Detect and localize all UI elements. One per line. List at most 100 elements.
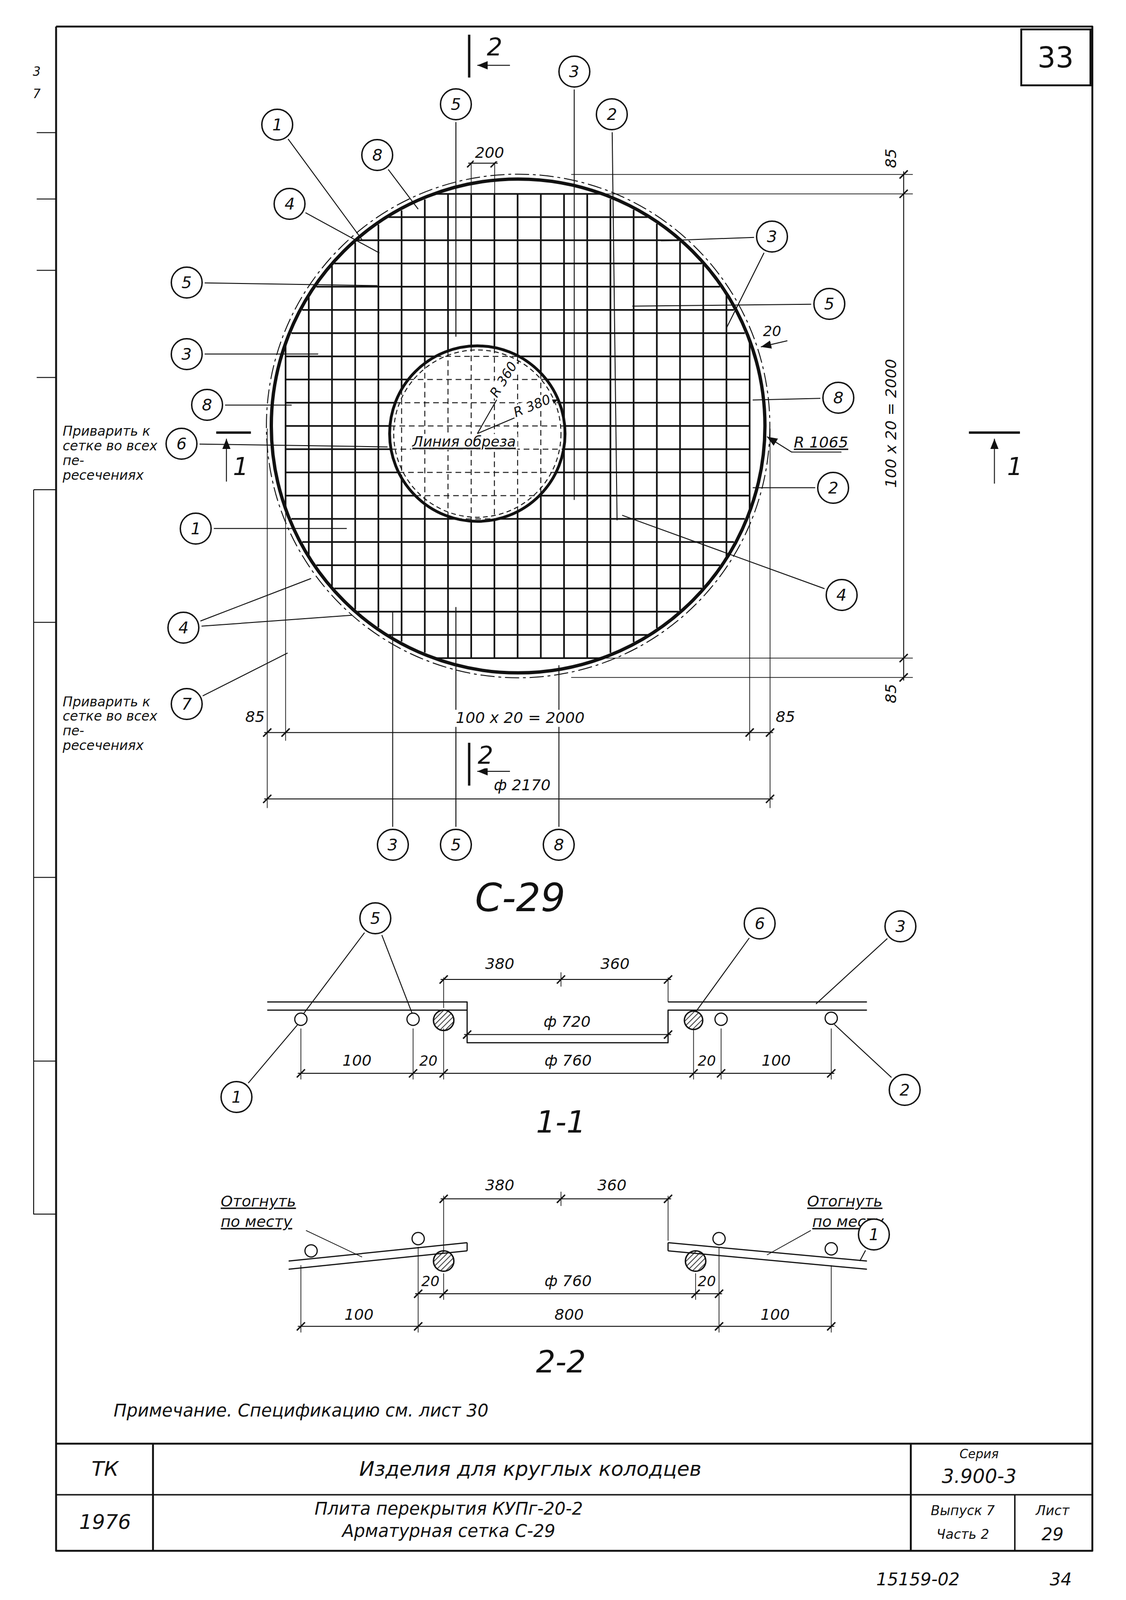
dimension: 100 (759, 1306, 792, 1324)
dimension-tick (899, 672, 908, 682)
sheet-frame (55, 26, 1093, 1551)
margin-tick (36, 376, 56, 378)
extension-line (300, 1027, 302, 1080)
dimension-tick (556, 1194, 565, 1203)
dimension-tick (691, 1289, 700, 1298)
radius-label: R 1065 (792, 434, 850, 452)
callout-circle (171, 338, 202, 370)
dimension-tick (715, 1289, 724, 1298)
callout-circle (166, 428, 198, 460)
leader-line (859, 1250, 866, 1261)
dimension: 20 (696, 1273, 718, 1290)
margin-strip (33, 489, 56, 1214)
callout-text: 3 (387, 836, 399, 853)
mesh-bar (302, 541, 735, 544)
section-arrow (477, 770, 510, 772)
callout-circle (826, 579, 857, 610)
dimension-line (463, 1033, 672, 1035)
mesh-bar (555, 471, 750, 474)
extension-line (830, 1027, 832, 1080)
leader-line (200, 578, 312, 621)
leader-line (213, 527, 347, 529)
dimension: 20 (761, 323, 783, 340)
callout-circle (756, 221, 788, 253)
dimension: 100 x 20 = 2000 (454, 709, 587, 727)
mesh-bar (470, 193, 473, 346)
title-block-cell: ТК (90, 1457, 120, 1480)
dimension-tick (414, 1289, 423, 1298)
title-block-cell: Плита перекрытия КУПг-20-2 (313, 1498, 585, 1518)
section-arrow (993, 438, 995, 484)
callout-number: 5 (812, 287, 846, 321)
callout-text: 3 (181, 345, 192, 363)
cut-bar (408, 379, 547, 381)
callout-text: 3 (569, 63, 580, 80)
callout-text: 5 (824, 295, 835, 312)
dimension-tick (663, 1194, 672, 1203)
leader-line (558, 664, 560, 827)
leader-line (305, 212, 380, 254)
callout-circle (377, 829, 409, 861)
dimension: 20 (696, 1053, 718, 1069)
callout-number: 4 (166, 610, 200, 645)
bar-cross-section (294, 1012, 308, 1026)
mesh-bar (447, 193, 450, 351)
mesh-bar (702, 264, 705, 587)
outline-circle (266, 173, 770, 678)
section-mark: 1 (231, 452, 250, 480)
mesh-bar (632, 209, 635, 643)
callout-circle (817, 472, 849, 503)
dimension-tick (689, 1068, 698, 1077)
title-block-line (152, 1443, 155, 1551)
dimension: 85 (244, 708, 267, 726)
title-block-line (55, 1493, 1093, 1495)
callout-number: 6 (743, 906, 777, 940)
bar-cross-section (712, 1232, 726, 1245)
mesh-bar (424, 503, 427, 653)
dimension-tick (556, 974, 565, 983)
bar-cross-section (407, 1012, 420, 1026)
callout-text: 2 (827, 479, 839, 496)
dimension: ф 2170 (492, 776, 553, 794)
leader-line (306, 1230, 363, 1257)
callout-circle (180, 512, 212, 544)
callout-circle (221, 1080, 253, 1112)
extension-line (749, 458, 751, 741)
title-block-cell: Арматурная сетка С-29 (340, 1521, 557, 1541)
leader-line (752, 487, 816, 489)
dimension-tick (263, 728, 272, 737)
callout-number: 5 (170, 265, 204, 300)
section-mark-line (216, 431, 251, 434)
dimension-tick (717, 1068, 726, 1077)
bar-cross-section (825, 1242, 838, 1255)
callout-text: 3 (895, 917, 907, 935)
leader-line (661, 237, 755, 241)
mesh-bar (285, 378, 409, 381)
dimension-tick (899, 189, 908, 198)
leader-line (225, 404, 292, 406)
section-title: 1-1 (534, 1105, 588, 1139)
dimension: ф 760 (543, 1052, 593, 1070)
bar-cross-section (685, 1250, 706, 1272)
dimension-tick (263, 794, 272, 803)
callout-circle (360, 902, 391, 934)
dimension-tick (899, 170, 908, 179)
leader-line (632, 304, 811, 307)
callout-text: 1 (231, 1088, 242, 1105)
leader-line (766, 1230, 811, 1255)
dimension-tick (663, 974, 672, 983)
bar-cross-section (305, 1244, 318, 1257)
mesh-bar (285, 448, 391, 451)
extension-line (571, 676, 913, 678)
dimension-tick (663, 1030, 672, 1039)
callout-number: 1 (857, 1217, 891, 1251)
callout-number: 1 (219, 1080, 254, 1114)
dimension-line (263, 731, 773, 733)
leader-line (202, 652, 288, 696)
callout-number: 8 (360, 138, 394, 172)
dimension-tick (765, 728, 774, 737)
callout-text: 8 (372, 146, 383, 164)
margin-strip (33, 1060, 56, 1062)
mesh-bar (679, 241, 682, 611)
dimension: 20 (419, 1273, 441, 1290)
